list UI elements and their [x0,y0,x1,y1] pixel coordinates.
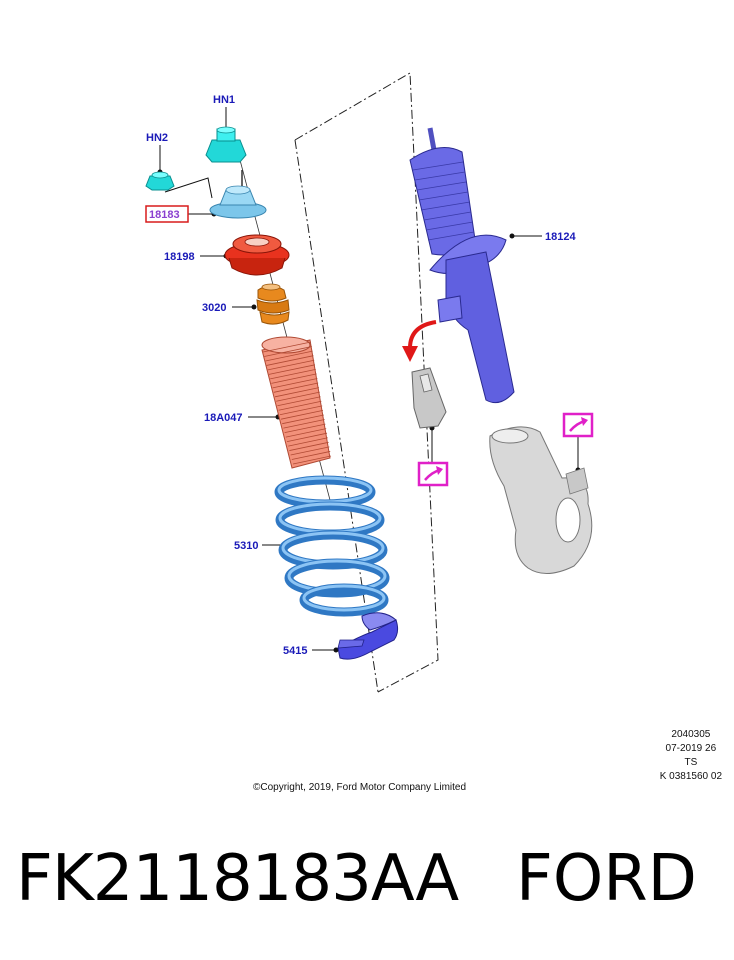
brand-name: FORD [516,842,697,916]
boot-ridge [262,341,312,353]
bump-stop [256,283,290,325]
callout-strut: 18124 [545,231,576,243]
boot-ridge [266,355,314,366]
link-icon[interactable] [562,412,594,438]
coil-spring [274,475,390,617]
callout-seat: 18198 [164,251,195,263]
top-mount [209,170,267,219]
callout-dust-boot: 18A047 [204,412,243,424]
boot-ridge [290,446,330,456]
boot-ridge [268,364,316,375]
part-number: FK2118183AA [16,842,459,916]
copyright-text: ©Copyright, 2019, Ford Motor Company Lim… [253,782,467,793]
boot-ridge [273,382,319,393]
boot-ridge [288,437,328,447]
leader-lines [159,107,579,651]
spring-coil [275,501,385,539]
spring-coil [299,583,389,617]
callout-spring: 5310 [234,540,258,552]
spring-coil [274,475,376,509]
boot-ridge [270,368,316,380]
bracket [411,367,447,429]
strut-damper [409,127,515,404]
callout-spring-isolator: 5415 [283,645,307,657]
meta-ref: K 0381560 02 [659,771,722,782]
link-icon[interactable] [417,461,449,487]
assembly-group-outline [294,72,439,693]
boot-ridge [264,346,312,357]
boot-ridge [289,441,329,451]
spring-isolator [337,612,399,660]
boot-ridge [291,451,331,460]
strut-assembly-diagram: HN1 HN2 18183 18198 3020 18A047 5310 541… [145,72,594,693]
steering-knuckle [489,426,593,574]
boot-ridge [271,373,317,384]
callout-top-mount[interactable]: 18183 [149,209,180,221]
boot-ridge [267,359,315,371]
diagram-meta: 2040305 07-2019 26 TS K 0381560 02 [660,728,722,784]
boot-ridge [286,432,328,442]
direction-arrow [402,320,437,362]
callout-bump-stop: 3020 [202,302,226,314]
callout-hn2: HN2 [146,132,168,144]
spring-seat [224,234,290,276]
spring-coil-highlight [302,584,386,612]
meta-date: 07-2019 26 [665,743,717,754]
boot-ridge [285,428,327,438]
dust-boot [261,336,332,469]
boot-ridge [278,400,322,411]
boot-ridge [284,423,326,434]
boot-ridge [276,391,320,402]
boot-ridge [280,410,324,420]
boot-ridge [282,414,324,425]
callout-hn1: HN1 [213,94,235,106]
strut-boot-ridges [412,161,475,241]
hn2-nut [145,171,175,191]
highlight-box [145,205,189,223]
boot-ridge [272,378,318,389]
boot-ridge [279,405,323,416]
boot-ridge [265,350,313,362]
boot-ridge [274,387,320,398]
boot-ridge [283,419,325,429]
boot-ridge [277,396,321,407]
meta-initials: TS [684,757,698,768]
meta-code: 2040305 [671,729,711,740]
hn1-nut [205,126,247,163]
boot-ridge [292,455,332,465]
